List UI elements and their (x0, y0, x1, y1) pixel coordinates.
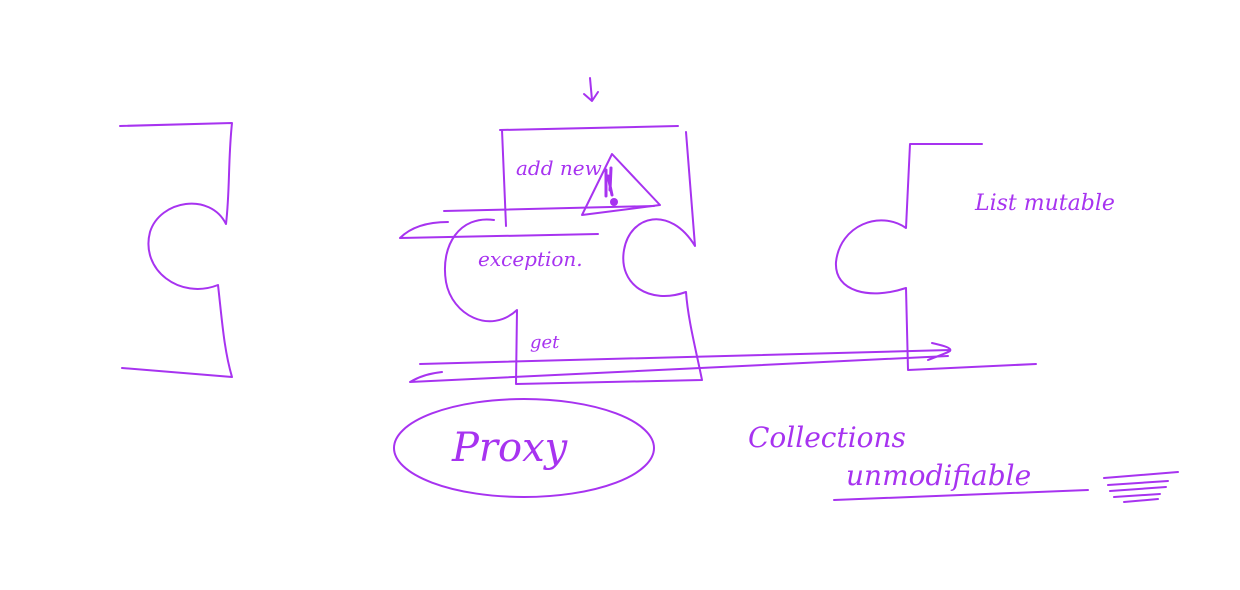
add-label: add new (516, 156, 602, 180)
warning-dot (610, 198, 618, 206)
list-mutable-label: List mutable (974, 191, 1115, 216)
forward-arrow (419, 342, 952, 365)
collections-label: Collections (748, 421, 906, 454)
proxy-ellipse (393, 398, 655, 498)
middle-puzzle-piece-top (499, 125, 679, 131)
scribble-icon (1103, 471, 1179, 503)
arrow-down-icon (583, 77, 599, 102)
back-arrow (409, 355, 949, 383)
warning-icon (581, 153, 661, 216)
return-arrow-left (399, 221, 599, 239)
unmodifiable-label: unmodifiable (846, 459, 1031, 492)
left-puzzle-piece (119, 122, 233, 378)
proxy-label: Proxy (451, 425, 569, 471)
right-puzzle-piece (834, 143, 1037, 371)
top-rail-line (443, 205, 655, 212)
exception-label: exception. (478, 247, 583, 271)
get-label: get (530, 332, 560, 353)
unmodifiable-underline (833, 489, 1089, 501)
